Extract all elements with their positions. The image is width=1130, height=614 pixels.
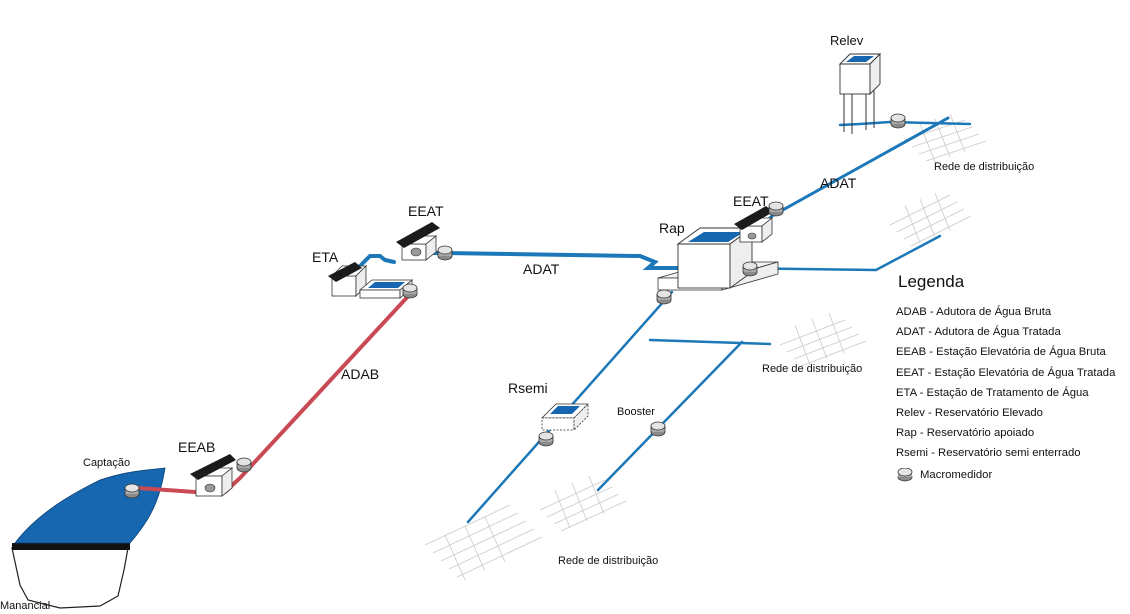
macromedidor-icons: [124, 113, 906, 499]
macromedidor-icon: [768, 201, 784, 217]
relev-elevated-tank: [838, 52, 882, 134]
legend: Legenda ADAB - Adutora de Água Bruta ADA…: [896, 272, 1128, 482]
treated-water-pipes-adat: [356, 116, 972, 524]
legend-item-macromedidor: Macromedidor: [896, 467, 1128, 482]
macromedidor-icon: [402, 283, 418, 299]
rede-middle-label: Rede de distribuição: [762, 363, 863, 375]
macromedidor-icon: [897, 467, 913, 481]
rsemi-reservoir: [541, 403, 589, 431]
eeat-right-building: [734, 206, 774, 243]
rsemi-label: Rsemi: [508, 380, 548, 396]
legend-item-adat: ADAT - Adutora de Água Tratada: [896, 326, 1061, 339]
booster-label: Booster: [617, 406, 655, 418]
legend-item-eeat: EEAT - Estação Elevatória de Água Tratad…: [896, 366, 1116, 379]
macromedidor-icon: [236, 457, 252, 473]
legend-title: Legenda: [898, 272, 965, 291]
relev-label: Relev: [830, 33, 864, 48]
macromedidor-icon: [437, 245, 453, 261]
distribution-grid-top: [904, 113, 987, 163]
raw-water-pipe-adab: [136, 290, 414, 494]
adat-middle-label: ADAT: [523, 261, 560, 277]
macromedidor-icon: [890, 113, 906, 129]
eeat-left-label: EEAT: [408, 203, 444, 219]
adab-label: ADAB: [341, 366, 380, 382]
rede-top-label: Rede de distribuição: [934, 161, 1035, 173]
captacao-label: Captação: [83, 457, 131, 469]
legend-item-relev: Relev - Reservatório Elevado: [896, 406, 1043, 419]
distribution-grid-bottom-left: [424, 504, 543, 581]
eta-building: [328, 262, 414, 299]
eeab-building: [190, 454, 236, 497]
eta-label: ETA: [312, 249, 339, 265]
rap-label: Rap: [659, 220, 685, 236]
macromedidor-icon: [742, 261, 758, 277]
distribution-grid-right: [889, 192, 972, 247]
macromedidor-icon: [538, 431, 554, 447]
eeab-label: EEAB: [178, 439, 216, 455]
legend-item-eta: ETA - Estação de Tratamento de Água: [896, 386, 1089, 399]
manancial-label: Manancial: [0, 600, 51, 612]
distribution-grid-bottom-right: [539, 475, 627, 532]
macromedidor-icon: [650, 421, 666, 437]
legend-item-eeab: EEAB - Estação Elevatória de Água Bruta: [896, 346, 1106, 359]
eeat-left-building: [396, 222, 440, 261]
eeat-right-label: EEAT: [733, 193, 769, 209]
legend-macromedidor-label: Macromedidor: [920, 468, 993, 481]
macromedidor-icon: [124, 483, 140, 499]
rede-bottom-label: Rede de distribuição: [558, 555, 659, 567]
legend-item-adab: ADAB - Adutora de Água Bruta: [896, 306, 1052, 318]
legend-item-rap: Rap - Reservatório apoiado: [896, 427, 1035, 440]
legend-item-rsemi: Rsemi - Reservatório semi enterrado: [896, 447, 1081, 460]
macromedidor-icon: [656, 289, 672, 305]
distribution-grid-middle: [779, 312, 867, 367]
adat-upper-label: ADAT: [820, 175, 857, 191]
